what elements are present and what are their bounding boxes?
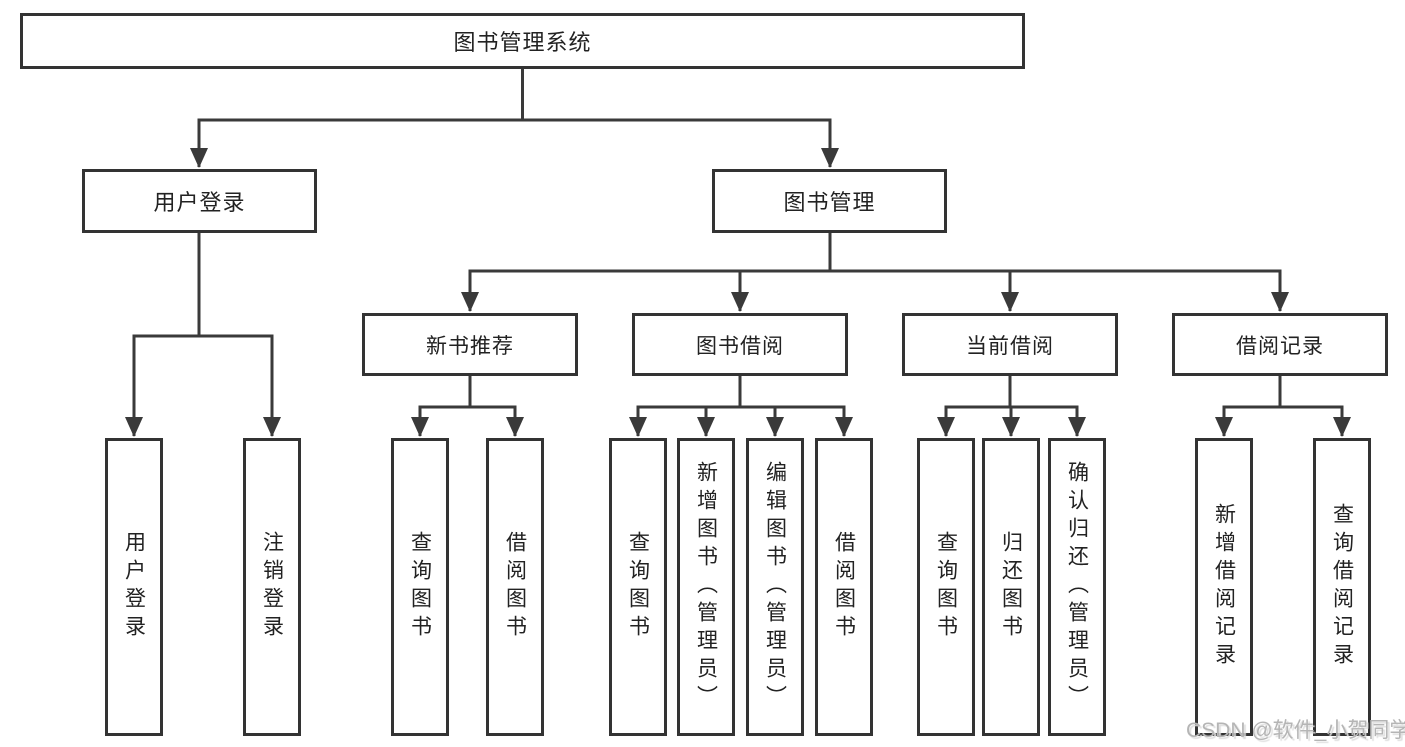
node-new-book-recommend: 新书推荐 — [362, 313, 578, 376]
leaf-return-books: 归还图书 — [982, 438, 1040, 736]
leaf-borrow-books-label: 借阅图书 — [832, 531, 856, 643]
node-user-login: 用户登录 — [82, 169, 317, 233]
leaf-query-books-recommend-label: 查询图书 — [408, 531, 432, 643]
node-new-book-recommend-label: 新书推荐 — [426, 334, 514, 358]
leaf-add-borrow-record-label: 新增借阅记录 — [1212, 503, 1236, 671]
leaf-query-books-borrow: 查询图书 — [609, 438, 667, 736]
leaf-confirm-return-admin: 确认归还（管理员） — [1048, 438, 1106, 736]
csdn-watermark: CSDN @软件_小贺同学 — [1186, 719, 1405, 742]
leaf-query-books-current: 查询图书 — [917, 438, 975, 736]
node-current-borrow: 当前借阅 — [902, 313, 1118, 376]
leaf-query-books-current-label: 查询图书 — [934, 531, 958, 643]
leaf-borrow-books: 借阅图书 — [815, 438, 873, 736]
node-book-borrow: 图书借阅 — [632, 313, 848, 376]
node-borrow-record: 借阅记录 — [1172, 313, 1388, 376]
leaf-query-books-recommend: 查询图书 — [391, 438, 449, 736]
leaf-return-books-label: 归还图书 — [999, 531, 1023, 643]
leaf-user-login: 用户登录 — [105, 438, 163, 736]
leaf-query-borrow-record-label: 查询借阅记录 — [1330, 503, 1354, 671]
leaf-borrow-books-recommend-label: 借阅图书 — [503, 531, 527, 643]
node-root-library-system: 图书管理系统 — [20, 13, 1025, 69]
node-book-management-label: 图书管理 — [783, 190, 876, 215]
leaf-edit-books-admin: 编辑图书（管理员） — [746, 438, 804, 736]
leaf-logout-label: 注销登录 — [260, 531, 284, 643]
leaf-edit-books-admin-label: 编辑图书（管理员） — [763, 461, 787, 713]
leaf-add-borrow-record: 新增借阅记录 — [1195, 438, 1253, 736]
node-root-label: 图书管理系统 — [453, 30, 592, 55]
leaf-logout: 注销登录 — [243, 438, 301, 736]
leaf-query-books-borrow-label: 查询图书 — [626, 531, 650, 643]
node-book-borrow-label: 图书借阅 — [696, 334, 784, 358]
leaf-user-login-label: 用户登录 — [122, 531, 146, 643]
leaf-add-books-admin-label: 新增图书（管理员） — [694, 461, 718, 713]
node-book-management: 图书管理 — [712, 169, 947, 233]
leaf-add-books-admin: 新增图书（管理员） — [677, 438, 735, 736]
node-current-borrow-label: 当前借阅 — [966, 334, 1054, 358]
leaf-borrow-books-recommend: 借阅图书 — [486, 438, 544, 736]
node-borrow-record-label: 借阅记录 — [1236, 334, 1324, 358]
leaf-confirm-return-admin-label: 确认归还（管理员） — [1065, 461, 1089, 713]
node-user-login-label: 用户登录 — [153, 190, 246, 215]
leaf-query-borrow-record: 查询借阅记录 — [1313, 438, 1371, 736]
